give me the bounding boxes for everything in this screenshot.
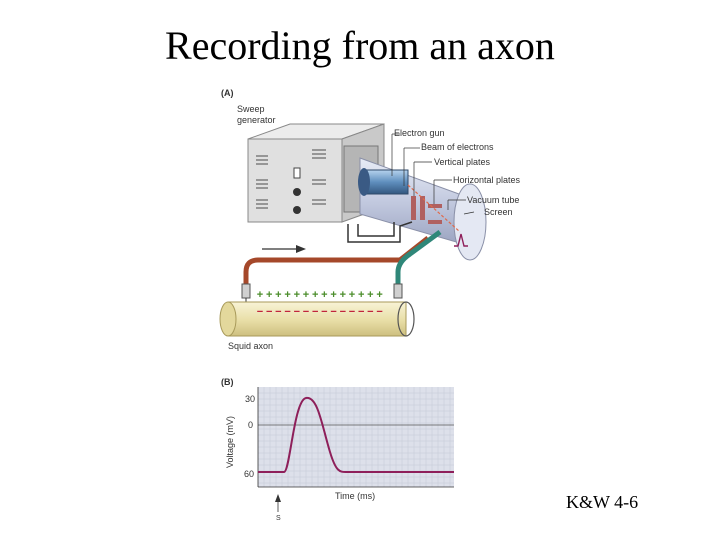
- y-tick-60: 60: [244, 469, 254, 479]
- outer-charge: +: [294, 289, 300, 301]
- outer-charge: +: [330, 289, 336, 301]
- recording-electrode: [241, 283, 251, 299]
- outer-charge: +: [312, 289, 318, 301]
- citation: K&W 4-6: [566, 492, 639, 512]
- sweep-wires: [347, 221, 413, 243]
- outer-charge: +: [284, 289, 290, 301]
- inner-charge: −: [367, 306, 373, 318]
- callout-horizontal-plates: Horizontal plates: [453, 175, 521, 185]
- callout-leaders: [391, 133, 475, 215]
- inner-charge: −: [257, 306, 263, 318]
- stimulus-label: S: [276, 515, 281, 522]
- inner-charge: −: [330, 306, 336, 318]
- sweep-generator-box: [247, 123, 385, 223]
- arrow-icon: [262, 245, 306, 253]
- callout-screen: Screen: [484, 207, 513, 217]
- inner-charge: −: [312, 306, 318, 318]
- outer-charge: +: [275, 289, 281, 301]
- inner-charge: −: [376, 306, 382, 318]
- plot-area: [258, 387, 454, 487]
- outer-charge: +: [376, 289, 382, 301]
- sweep-generator-label-2: generator: [237, 115, 276, 125]
- panel-b-label: (B): [221, 377, 234, 387]
- vacuum-tube: [358, 157, 487, 261]
- outer-charge: +: [257, 289, 263, 301]
- callout-beam-of-electrons: Beam of electrons: [421, 142, 494, 152]
- callout-vertical-plates: Vertical plates: [434, 157, 491, 167]
- y-tick-0: 0: [248, 420, 253, 430]
- inner-charge: −: [294, 306, 300, 318]
- outer-charge: +: [266, 289, 272, 301]
- outer-charge: +: [367, 289, 373, 301]
- inner-charge: −: [321, 306, 327, 318]
- outer-charge: +: [321, 289, 327, 301]
- inner-charge: −: [275, 306, 281, 318]
- slide-title: Recording from an axon: [165, 23, 555, 68]
- inner-charge: −: [349, 306, 355, 318]
- membrane-charges: +−+−+−+−+−+−+−+−+−+−+−+−+−+−: [257, 289, 383, 318]
- recording-electrode-wire: [243, 236, 430, 294]
- inner-charge: −: [303, 306, 309, 318]
- sweep-generator-label-1: Sweep: [237, 104, 265, 114]
- squid-axon-label: Squid axon: [228, 341, 273, 351]
- outer-charge: +: [358, 289, 364, 301]
- callout-vacuum-tube: Vacuum tube: [467, 195, 519, 205]
- deflection-plates: [411, 196, 442, 224]
- outer-charge: +: [340, 289, 346, 301]
- action-potential-trace: [258, 397, 454, 473]
- panel-a-label: (A): [221, 88, 234, 98]
- callout-electron-gun: Electron gun: [394, 128, 445, 138]
- stimulus-marker: [275, 494, 281, 512]
- reference-electrode-wire: [395, 229, 442, 294]
- y-axis-label: Voltage (mV): [225, 416, 235, 468]
- inner-charge: −: [340, 306, 346, 318]
- y-tick-30: 30: [245, 394, 255, 404]
- outer-charge: +: [303, 289, 309, 301]
- inner-charge: −: [284, 306, 290, 318]
- inner-charge: −: [358, 306, 364, 318]
- x-axis-label: Time (ms): [335, 491, 375, 501]
- reference-electrode: [393, 283, 403, 299]
- squid-axon: [219, 301, 415, 337]
- outer-charge: +: [349, 289, 355, 301]
- inner-charge: −: [266, 306, 272, 318]
